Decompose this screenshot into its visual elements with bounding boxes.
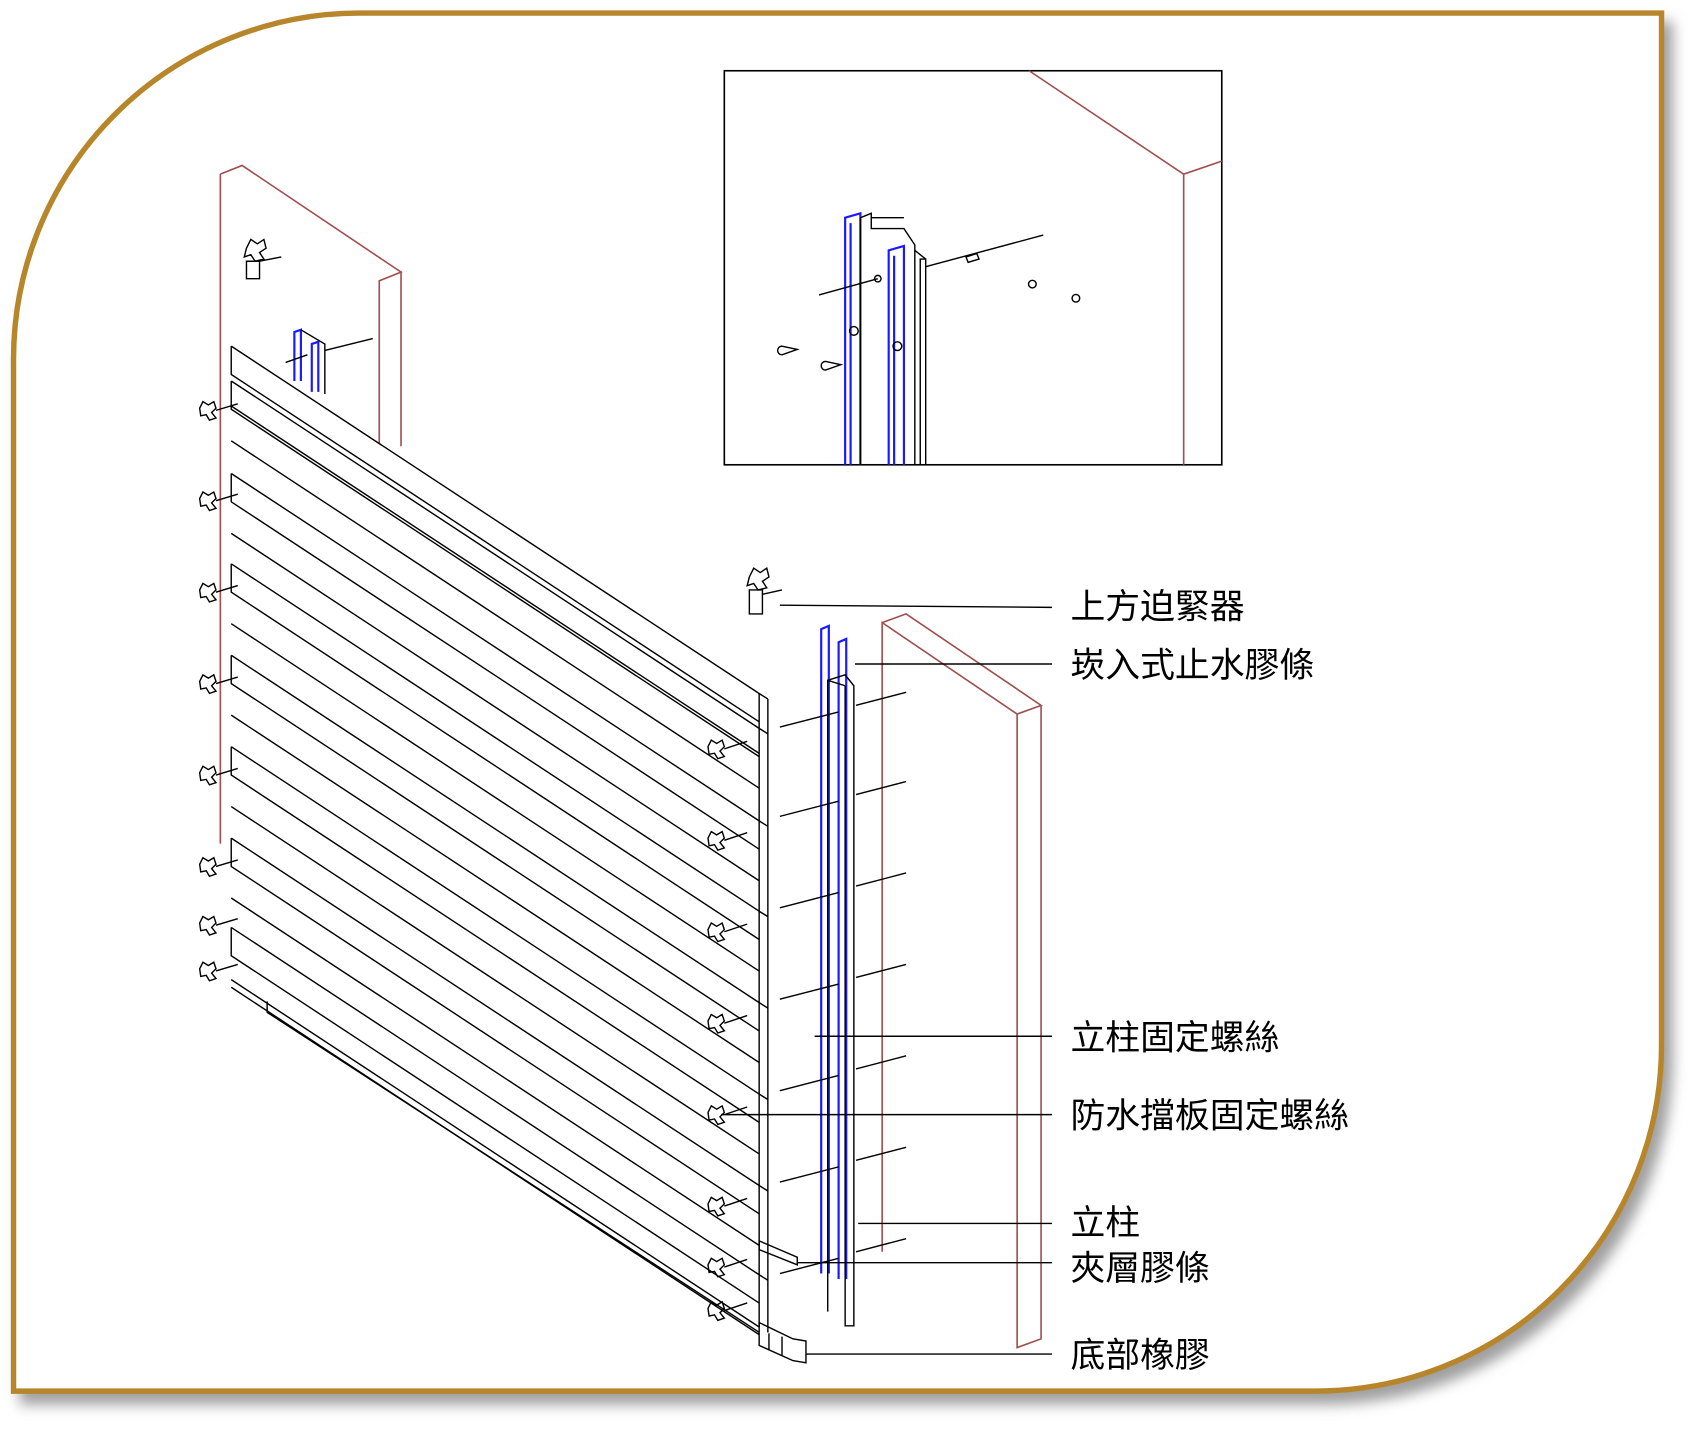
panel-6 [230,746,769,1155]
right-screw-6 [707,1196,748,1217]
left-screw-7 [198,915,238,936]
left-screw-8 [198,961,238,982]
right-screw-3 [707,921,748,943]
left-screw-5 [198,765,238,786]
detail-inset [723,69,1223,466]
left-screw-6 [198,856,238,878]
panel-4 [230,563,769,972]
label-interlayer-seal: 夾層膠條 [1070,1249,1209,1289]
leader-lines [721,604,1052,1355]
panel-1 [230,345,769,754]
label-bottom-rubber: 底部橡膠 [1070,1336,1209,1376]
panel-outline [230,693,769,1333]
left-wall [219,164,403,844]
label-plate-screw: 防水擋板固定螺絲 [1070,1097,1349,1137]
post-screw-3 [779,872,907,909]
right-screw-1 [707,739,748,760]
right-screw-5 [707,1104,748,1126]
barrier-panels [230,345,769,1336]
panel-3 [230,472,769,882]
right-screw-7 [707,1257,748,1278]
bottom-rubber [758,1321,807,1364]
label-top-clamp: 上方迫緊器 [1070,587,1244,627]
right-screw-2 [707,830,748,851]
label-post-screw: 立柱固定螺絲 [1070,1018,1279,1058]
post-screw-6 [779,1146,907,1183]
left-screw-2 [198,490,238,512]
panel-2 [230,380,769,789]
post-screw-7 [779,1238,907,1275]
right-wall [881,613,1043,1349]
panel-8 [230,926,769,1336]
post-screws [779,691,907,1275]
label-embedded-seal: 崁入式止水膠條 [1070,646,1314,686]
top-clamp-icon [243,238,282,280]
right-top-clamp-icon [746,567,783,615]
post-screw-5 [779,1055,907,1092]
right-screw-4 [707,1013,748,1034]
left-screw-3 [198,582,238,603]
left-screw-4 [198,673,238,695]
post-screw-2 [779,780,907,818]
embedded-seal [820,624,848,1279]
post [827,674,855,1327]
panel-5 [230,654,769,1064]
panel-7 [230,837,769,1246]
post-screw-1 [779,691,907,728]
left-screw-1 [198,400,238,422]
post-screw-4 [779,963,907,1000]
label-post: 立柱 [1070,1203,1140,1243]
